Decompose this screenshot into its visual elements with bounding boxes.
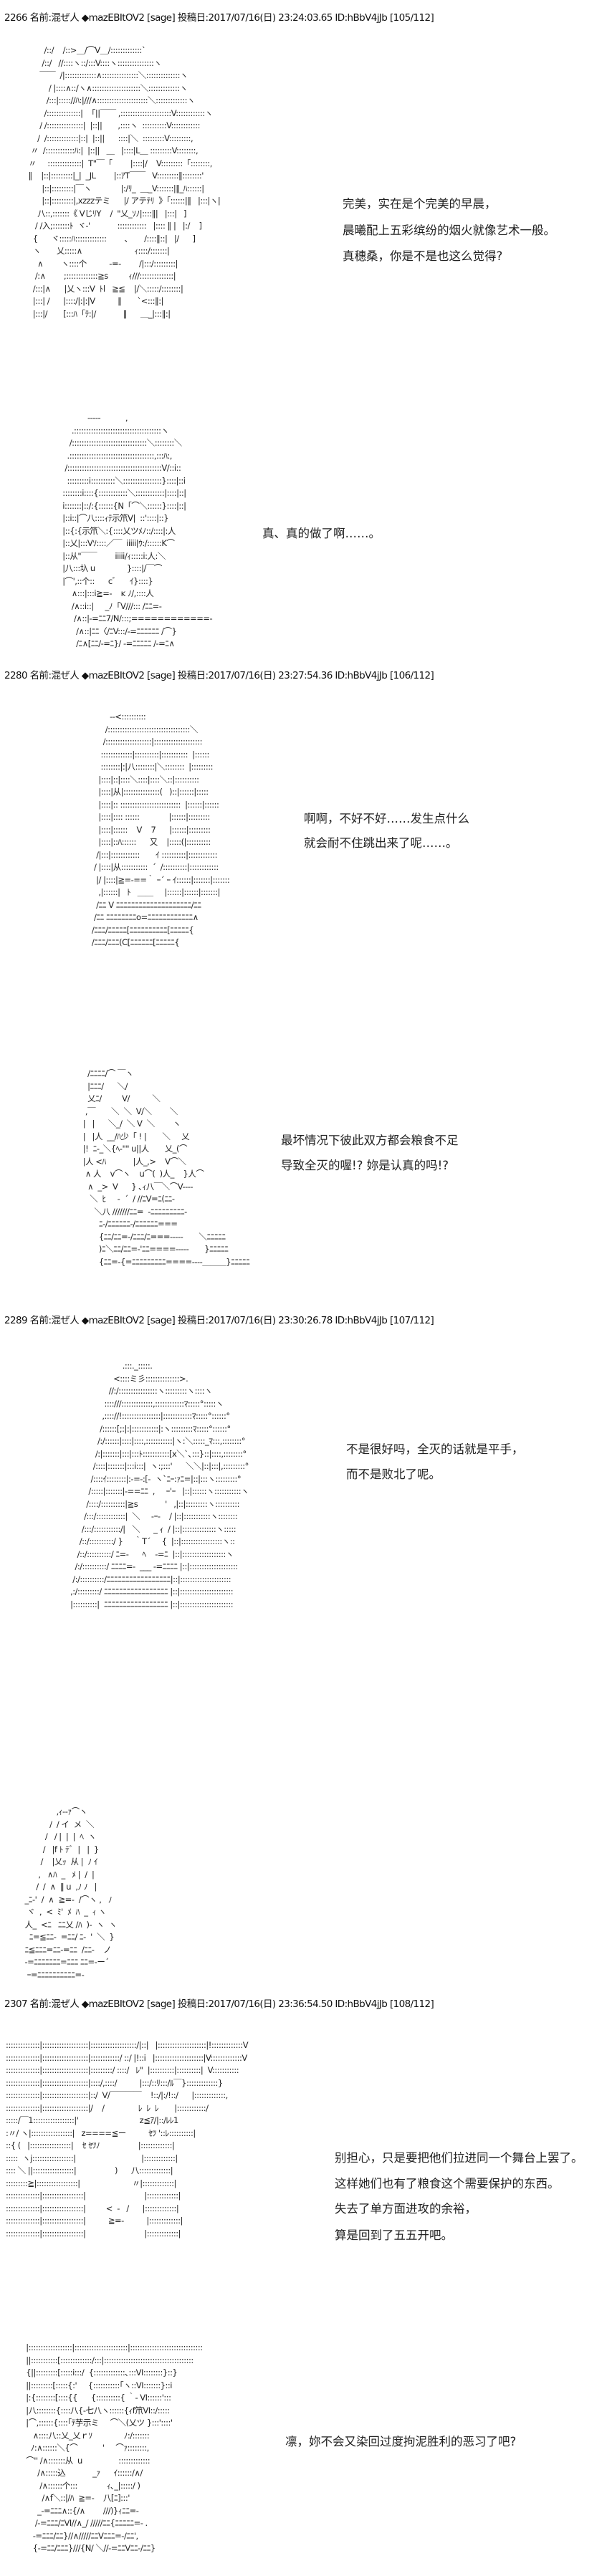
post-header-2307: 2307 名前:混ぜ人 ◆mazEBItOV2 [sage] 投稿日:2017/…: [4, 1998, 434, 2010]
ascii-art-panel-5: .:::._:::::. <::::ミ彡::::::::::::::>. //:…: [70, 1361, 249, 1609]
dialogue-line: 真、真的做了啊……。: [262, 527, 381, 540]
ascii-art-panel-3: --<:::::::::: /:::::::::::::::::::::::::…: [91, 712, 230, 947]
ascii-art-panel-7: ::::::::::::::|:::::::::::::::::::|:::::…: [6, 2040, 249, 2239]
ascii-art-panel-4: /ﾆﾆﾆﾆ/⌒ ￣ヽ |ﾆﾆﾆ/ ＼/ 乂ﾆ/ V/ ＼ ,￣ ＼ ＼ V/＼ …: [82, 1068, 250, 1267]
dialogue-line: 真穗桑，你是不是也这么觉得?: [343, 249, 503, 263]
dialogue-line: 这样她们也有了粮食这个需要保护的东西。: [335, 2177, 560, 2190]
dialogue-line: 最坏情况下彼此双方都会粮食不足: [281, 1134, 459, 1147]
ascii-art-panel-1: /::/ /::>＿/⌒V＿/:::::::::::::` /::/ //:::…: [28, 45, 221, 319]
dialogue-line: 导致全灭的喔!? 妳是认真的吗!?: [281, 1159, 449, 1172]
dialogue-line: 而不是败北了呢。: [346, 1467, 441, 1481]
dialogue-line: 凛，妳不会又染回过度拘泥胜利的恶习了吧?: [285, 2435, 517, 2448]
dialogue-line: 啊啊，不好不好……发生点什么: [304, 812, 469, 825]
dialogue-line: 就会耐不住跳出来了呢……。: [304, 836, 458, 850]
post-header-2280: 2280 名前:混ぜ人 ◆mazEBItOV2 [sage] 投稿日:2017/…: [4, 670, 434, 681]
dialogue-line: 失去了单方面进攻的余裕，: [335, 2202, 477, 2216]
dialogue-line: 不是很好吗，全灭的话就是平手，: [346, 1442, 524, 1456]
dialogue-line: 算是回到了五五开吧。: [335, 2228, 453, 2242]
ascii-art-panel-2: ----- , .:::::::::::::::::::::::::::::::…: [62, 413, 213, 648]
post-header-2289: 2289 名前:混ぜ人 ◆mazEBItOV2 [sage] 投稿日:2017/…: [4, 1315, 434, 1326]
dialogue-line: 完美，实在是个完美的早晨，: [343, 197, 497, 211]
ascii-art-panel-6: ,ｨ--ｧ⌒ヽ / / イ メ ＼ / / | | | ﾍ ヽ / |f ﾄ ﾃ…: [24, 1806, 117, 1980]
post-header-2266: 2266 名前:混ぜ人 ◆mazEBItOV2 [sage] 投稿日:2017/…: [4, 12, 434, 24]
ascii-art-panel-8: |::::::::::::::::::|::::::::::::::::::::…: [26, 2342, 203, 2553]
dialogue-line: 晨曦配上五彩缤纷的烟火就像艺术一般。: [343, 224, 555, 237]
dialogue-line: 别担心，只是要把他们拉进同一个舞台上罢了。: [335, 2151, 583, 2165]
